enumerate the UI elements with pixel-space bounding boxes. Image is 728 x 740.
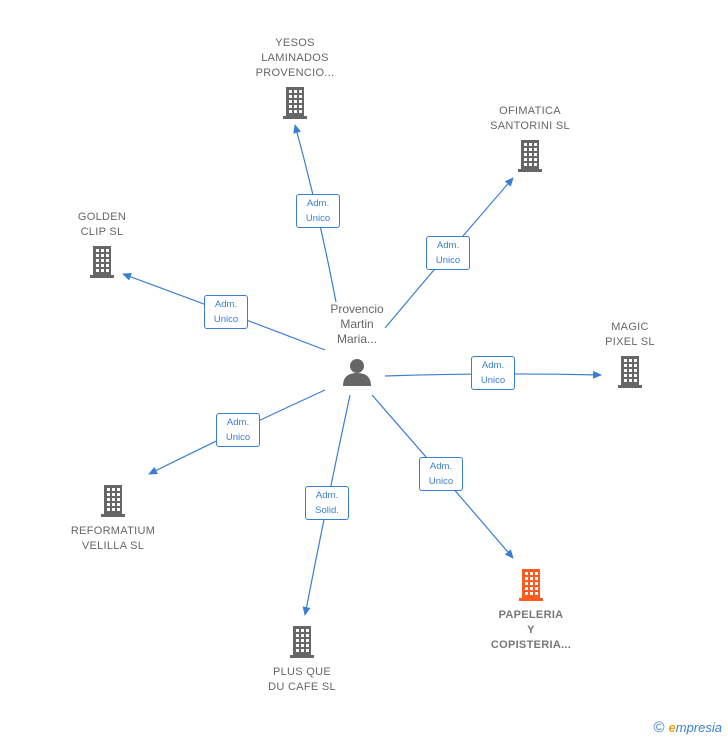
company-label-papeleria[interactable]: PAPELERIA Y COPISTERIA... xyxy=(490,609,572,651)
brand-footer: ©empresia xyxy=(653,719,722,736)
edge-label-golden[interactable]: Adm. Unico xyxy=(204,295,248,329)
company-label-plusque[interactable]: PLUS QUE DU CAFE SL xyxy=(268,666,336,693)
building-icon-reformatium xyxy=(101,485,125,517)
building-icon-plusque xyxy=(290,626,314,658)
building-icon-papeleria xyxy=(519,569,543,601)
building-icon-magic xyxy=(618,356,642,388)
edge-label-magic[interactable]: Adm. Unico xyxy=(471,356,515,390)
company-label-golden[interactable]: GOLDEN CLIP SL xyxy=(77,211,127,238)
edge-label-ofimatica[interactable]: Adm. Unico xyxy=(426,236,470,270)
building-icon-ofimatica xyxy=(518,140,542,172)
person-name-label[interactable]: Provencio Martin Maria... xyxy=(330,302,384,346)
edge-label-plusque[interactable]: Adm. Solid. xyxy=(305,486,349,520)
building-icon-yesos xyxy=(283,87,307,119)
edge-label-yesos[interactable]: Adm. Unico xyxy=(296,194,340,228)
brand-logo: empresia xyxy=(668,720,722,735)
company-label-reformatium[interactable]: REFORMATIUM VELILLA SL xyxy=(70,525,156,552)
copyright-symbol: © xyxy=(653,719,665,736)
company-label-yesos[interactable]: YESOS LAMINADOS PROVENCIO... xyxy=(255,37,335,79)
building-icon-golden xyxy=(90,246,114,278)
person-icon xyxy=(343,359,371,386)
company-label-ofimatica[interactable]: OFIMATICA SANTORINI SL xyxy=(490,105,570,132)
edge-label-reformatium[interactable]: Adm. Unico xyxy=(216,413,260,447)
edge-label-papeleria[interactable]: Adm. Unico xyxy=(419,457,463,491)
company-label-magic[interactable]: MAGIC PIXEL SL xyxy=(605,321,655,348)
